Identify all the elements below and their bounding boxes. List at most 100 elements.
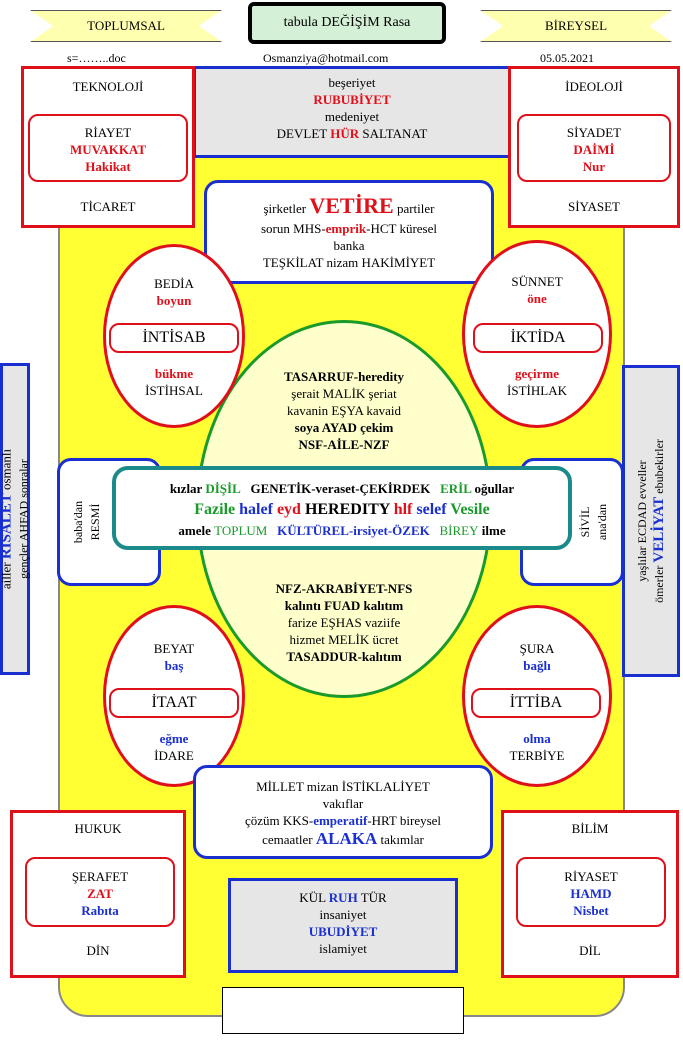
risalet-side-text: ailler RİSALET osmanlı gençler AHFAD son…: [0, 448, 31, 590]
date: 05.05.2021: [540, 51, 594, 65]
bagli-label: bağlı: [523, 658, 551, 673]
istihsal-label: İSTİHSAL: [145, 383, 203, 398]
hukuk-label: HUKUK: [74, 821, 122, 836]
sura-label: ŞURA: [519, 641, 555, 656]
text-line: soya AYAD çekim: [294, 420, 394, 435]
iktida-oval: SÜNNET öne İKTİDA geçirme İSTİHLAK: [462, 240, 612, 428]
hukuk-box: HUKUK ŞERAFET ZAT Rabıta DİN: [10, 810, 186, 978]
kulturel-row: amele TOPLUM KÜLTÜREL-irsiyet-ÖZEK BİREY…: [178, 523, 506, 538]
page-title-box: tabula DEĞİŞİM Rasa: [248, 2, 446, 44]
rabita-label: Rabıta: [81, 903, 119, 918]
vakiflar-text: vakıflar: [322, 796, 364, 811]
devlet-line: DEVLET HÜR SALTANAT: [276, 126, 428, 141]
dil-label: DİL: [579, 943, 601, 958]
bas-label: baş: [164, 658, 184, 673]
din-label: DİN: [86, 943, 110, 958]
boyun-label: boyun: [156, 293, 192, 308]
empty-bottom-box: [222, 987, 464, 1034]
istihlak-label: İSTİHLAK: [507, 383, 567, 398]
itaat-box: İTAAT: [109, 688, 239, 718]
gecirme-label: geçirme: [514, 366, 560, 381]
riyaset-inner-box: RİYASET HAMD Nisbet: [516, 857, 666, 927]
text-line: TASARRUF-heredity: [283, 369, 405, 384]
millet-text: MİLLET mizan İSTİKLALİYET: [256, 779, 430, 794]
egme-label: eğme: [159, 731, 189, 746]
banka-text: banka: [333, 238, 365, 253]
text-line: farize EŞHAS vaziife: [287, 615, 401, 630]
itaat-oval: BEYAT baş İTAAT eğme İDARE: [103, 605, 245, 787]
top-center-box: beşeriyet RUBUBİYET medeniyet DEVLET HÜR…: [193, 66, 511, 158]
riyaset-label: RİYASET: [564, 869, 618, 884]
bilim-box: BİLİM RİYASET HAMD Nisbet DİL: [501, 810, 679, 978]
hamd-label: HAMD: [570, 886, 612, 901]
riayet-label: RİAYET: [84, 125, 132, 140]
text-line: hizmet MELİK ücret: [289, 632, 399, 647]
ticaret-label: TİCARET: [80, 199, 136, 214]
genetik-row: kızlar DİŞİL GENETİK-veraset-ÇEKİRDEK ER…: [169, 481, 515, 496]
heredity-row: Fazile halef eyd HEREDITY hlf selef Vesi…: [194, 501, 490, 518]
ideoloji-box: İDEOLOJİ SİYADET DAİMİ Nur SİYASET: [508, 66, 680, 228]
heredity-band: kızlar DİŞİL GENETİK-veraset-ÇEKİRDEK ER…: [112, 466, 572, 550]
hakikat-label: Hakikat: [85, 159, 131, 174]
olma-label: olma: [523, 731, 551, 746]
alaka-box: MİLLET mizan İSTİKLALİYET vakıflar çözüm…: [193, 765, 493, 859]
riayet-inner-box: RİAYET MUVAKKAT Hakikat: [28, 114, 188, 182]
terbiye-label: TERBİYE: [509, 748, 565, 763]
bukme-label: bükme: [154, 366, 194, 381]
insaniyet-text: insaniyet: [319, 907, 367, 922]
baba-dan-text: baba'dan RESMİ: [71, 500, 103, 544]
serafet-inner-box: ŞERAFET ZAT Rabıta: [25, 857, 175, 927]
ittiba-box: İTTİBA: [471, 688, 601, 718]
teknoloji-label: TEKNOLOJİ: [72, 79, 144, 94]
toplumsal-label: TOPLUMSAL: [87, 18, 165, 33]
veliyat-side-box: yaşlılar ECDAD evveller ömerler VELİYAT …: [622, 365, 680, 677]
teknoloji-box: TEKNOLOJİ RİAYET MUVAKKAT Hakikat TİCARE…: [21, 66, 195, 228]
muvakkat-label: MUVAKKAT: [69, 142, 147, 157]
sunnet-label: SÜNNET: [511, 274, 563, 289]
risalet-side-box: ailler RİSALET osmanlı gençler AHFAD son…: [0, 363, 31, 675]
alaka-line: cemaatler ALAKA takımlar: [262, 829, 424, 848]
vetire-box: şirketler VETİRE partiler sorun MHS-empr…: [204, 180, 494, 284]
emprik-line: sorun MHS-emprik-HCT küresel: [261, 221, 437, 236]
akrabiyet-text-block: NFZ-AKRABİYET-NFS kalıntı FUAD kalıtım f…: [230, 580, 458, 665]
serafet-label: ŞERAFET: [71, 869, 129, 884]
intisab-oval: BEDİA boyun İNTİSAB bükme İSTİHSAL: [103, 244, 245, 428]
teskilat-text: TEŞKİLAT nizam HAKİMİYET: [262, 255, 436, 270]
siyadet-label: SİYADET: [566, 125, 622, 140]
text-line: NFZ-AKRABİYET-NFS: [275, 581, 413, 596]
daimi-label: DAİMİ: [573, 142, 615, 157]
text-line: medeniyet: [324, 109, 380, 124]
siyaset-label: SİYASET: [567, 199, 620, 214]
text-line: NSF-AİLE-NZF: [298, 437, 390, 452]
emperatif-line: çözüm KKS-emperatif-HRT bireysel: [244, 813, 442, 828]
nisbet-label: Nisbet: [573, 903, 609, 918]
text-line: beşeriyet: [328, 75, 376, 90]
iktida-box: İKTİDA: [473, 323, 603, 353]
veliyat-side-text: yaşlılar ECDAD evveller ömerler VELİYAT …: [635, 439, 667, 603]
text-line: şerait MALİK şeriat: [291, 386, 397, 401]
islamiyet-text: islamiyet: [319, 941, 367, 956]
ideoloji-label: İDEOLOJİ: [565, 79, 623, 94]
bireysel-label: BİREYSEL: [544, 18, 608, 33]
siyadet-inner-box: SİYADET DAİMİ Nur: [517, 114, 671, 182]
idare-label: İDARE: [154, 748, 194, 763]
ruh-box: KÜL RUH TÜR insaniyet UBUDİYET islamiyet: [228, 878, 458, 973]
text-line: TASADDUR-kalıtım: [286, 649, 402, 664]
vetire-line: şirketler VETİRE partiler: [263, 193, 435, 218]
bedia-label: BEDİA: [154, 276, 194, 291]
rububiyet-text: RUBUBİYET: [313, 92, 391, 107]
ana-dan-text: SİVİL ana'dan: [577, 503, 609, 541]
nur-label: Nur: [582, 159, 606, 174]
page-title: tabula DEĞİŞİM Rasa: [283, 15, 411, 30]
file-name: s=……..doc: [67, 51, 126, 65]
ubudiyet-text: UBUDİYET: [308, 924, 378, 939]
text-line: kavanin EŞYA kavaid: [286, 403, 402, 418]
bireysel-banner: BİREYSEL: [480, 10, 672, 42]
ittiba-oval: ŞURA bağlı İTTİBA olma TERBİYE: [462, 605, 612, 787]
bilim-label: BİLİM: [571, 821, 609, 836]
toplumsal-banner: TOPLUMSAL: [30, 10, 222, 42]
tasarruf-text-block: TASARRUF-heredity şerait MALİK şeriat ka…: [230, 368, 458, 453]
one-label: öne: [527, 291, 547, 306]
zat-label: ZAT: [87, 886, 113, 901]
text-line: kalıntı FUAD kalıtım: [284, 598, 404, 613]
